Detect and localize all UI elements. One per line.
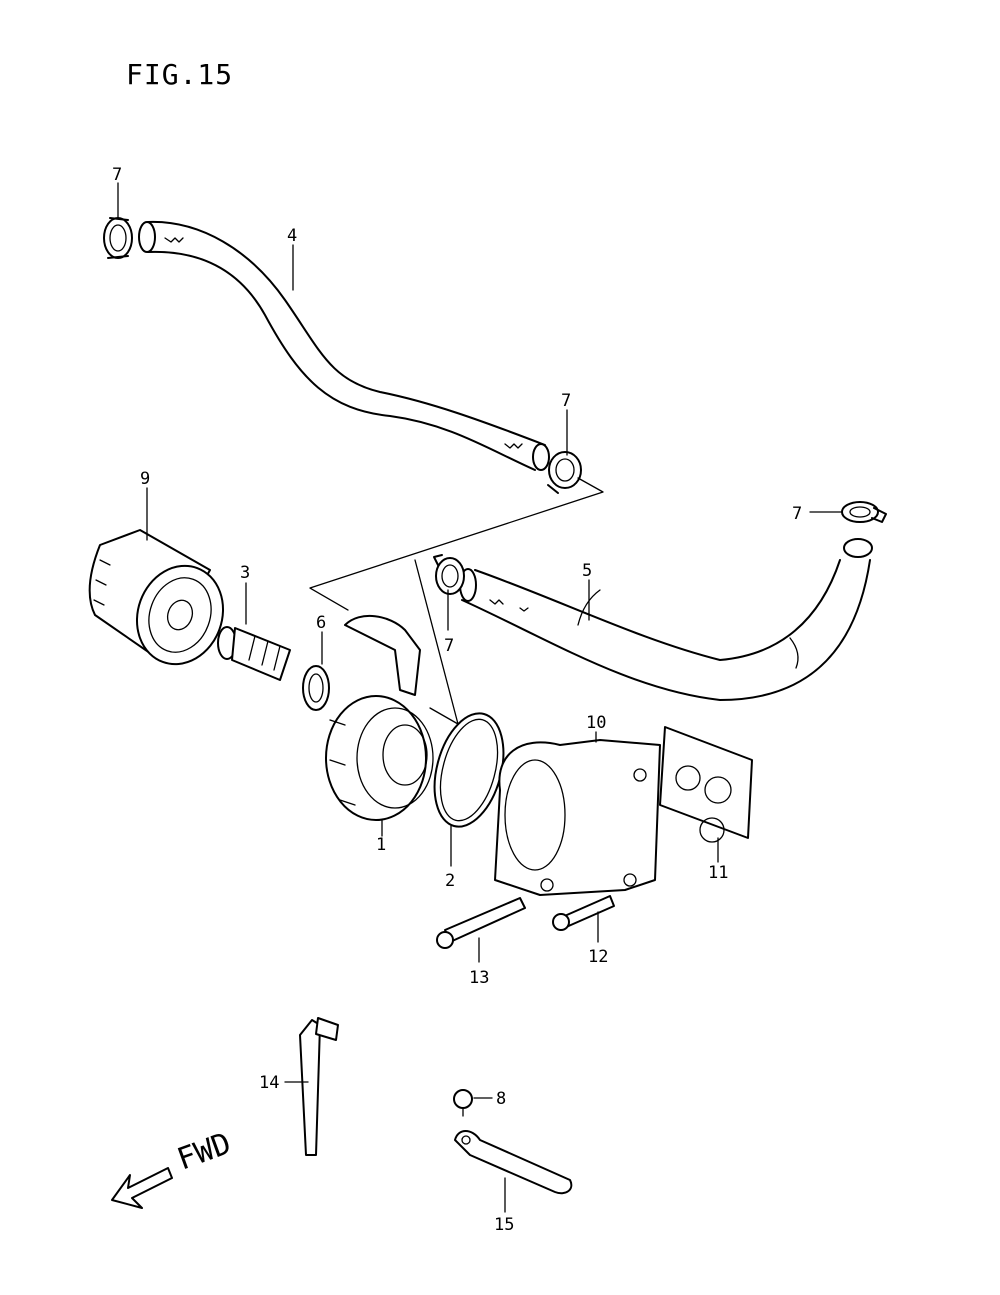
part-1-oil-cooler: [325, 614, 434, 821]
part-10-housing: [494, 739, 661, 896]
part-9-oil-filter: [88, 529, 225, 666]
callout-7d: 7: [444, 636, 454, 656]
callout-15: 15: [494, 1215, 514, 1235]
part-7-clamp-a: [103, 217, 133, 259]
part-11-plate: [659, 726, 753, 843]
callout-7a: 7: [112, 165, 122, 185]
part-14-strap: [299, 1017, 339, 1156]
part-12-bolt: [552, 895, 615, 931]
callout-14: 14: [259, 1073, 279, 1093]
callout-3: 3: [240, 563, 250, 583]
routing-line-upper: [309, 477, 604, 611]
part-4-hose: [138, 220, 550, 471]
part-15-bracket: [454, 1130, 573, 1195]
callout-2: 2: [445, 871, 455, 891]
callout-5: 5: [582, 561, 592, 581]
callout-1: 1: [376, 835, 386, 855]
fwd-label: FWD: [173, 1126, 236, 1177]
part-6-oring: [302, 665, 330, 711]
callout-7b: 7: [561, 391, 571, 411]
figure-title: FIG.15: [126, 58, 233, 91]
part-7-clamp-b: [547, 451, 582, 494]
part-8-bolt: [453, 1089, 473, 1117]
part-5-hose: [459, 538, 873, 701]
fwd-arrow-icon: [111, 1167, 173, 1209]
callout-4: 4: [287, 226, 297, 246]
callout-7c: 7: [792, 504, 802, 524]
callout-9: 9: [140, 469, 150, 489]
part-3-bolt: [217, 626, 291, 681]
leader-lines: [117, 182, 843, 1213]
callout-13: 13: [469, 968, 489, 988]
callout-11: 11: [708, 863, 728, 883]
callout-8: 8: [496, 1089, 506, 1109]
callout-10: 10: [586, 713, 606, 733]
part-7-clamp-d: [433, 554, 465, 595]
part-7-clamp-c: [841, 501, 887, 523]
callout-12: 12: [588, 947, 608, 967]
callout-6: 6: [316, 613, 326, 633]
part-13-bolt: [436, 897, 526, 949]
